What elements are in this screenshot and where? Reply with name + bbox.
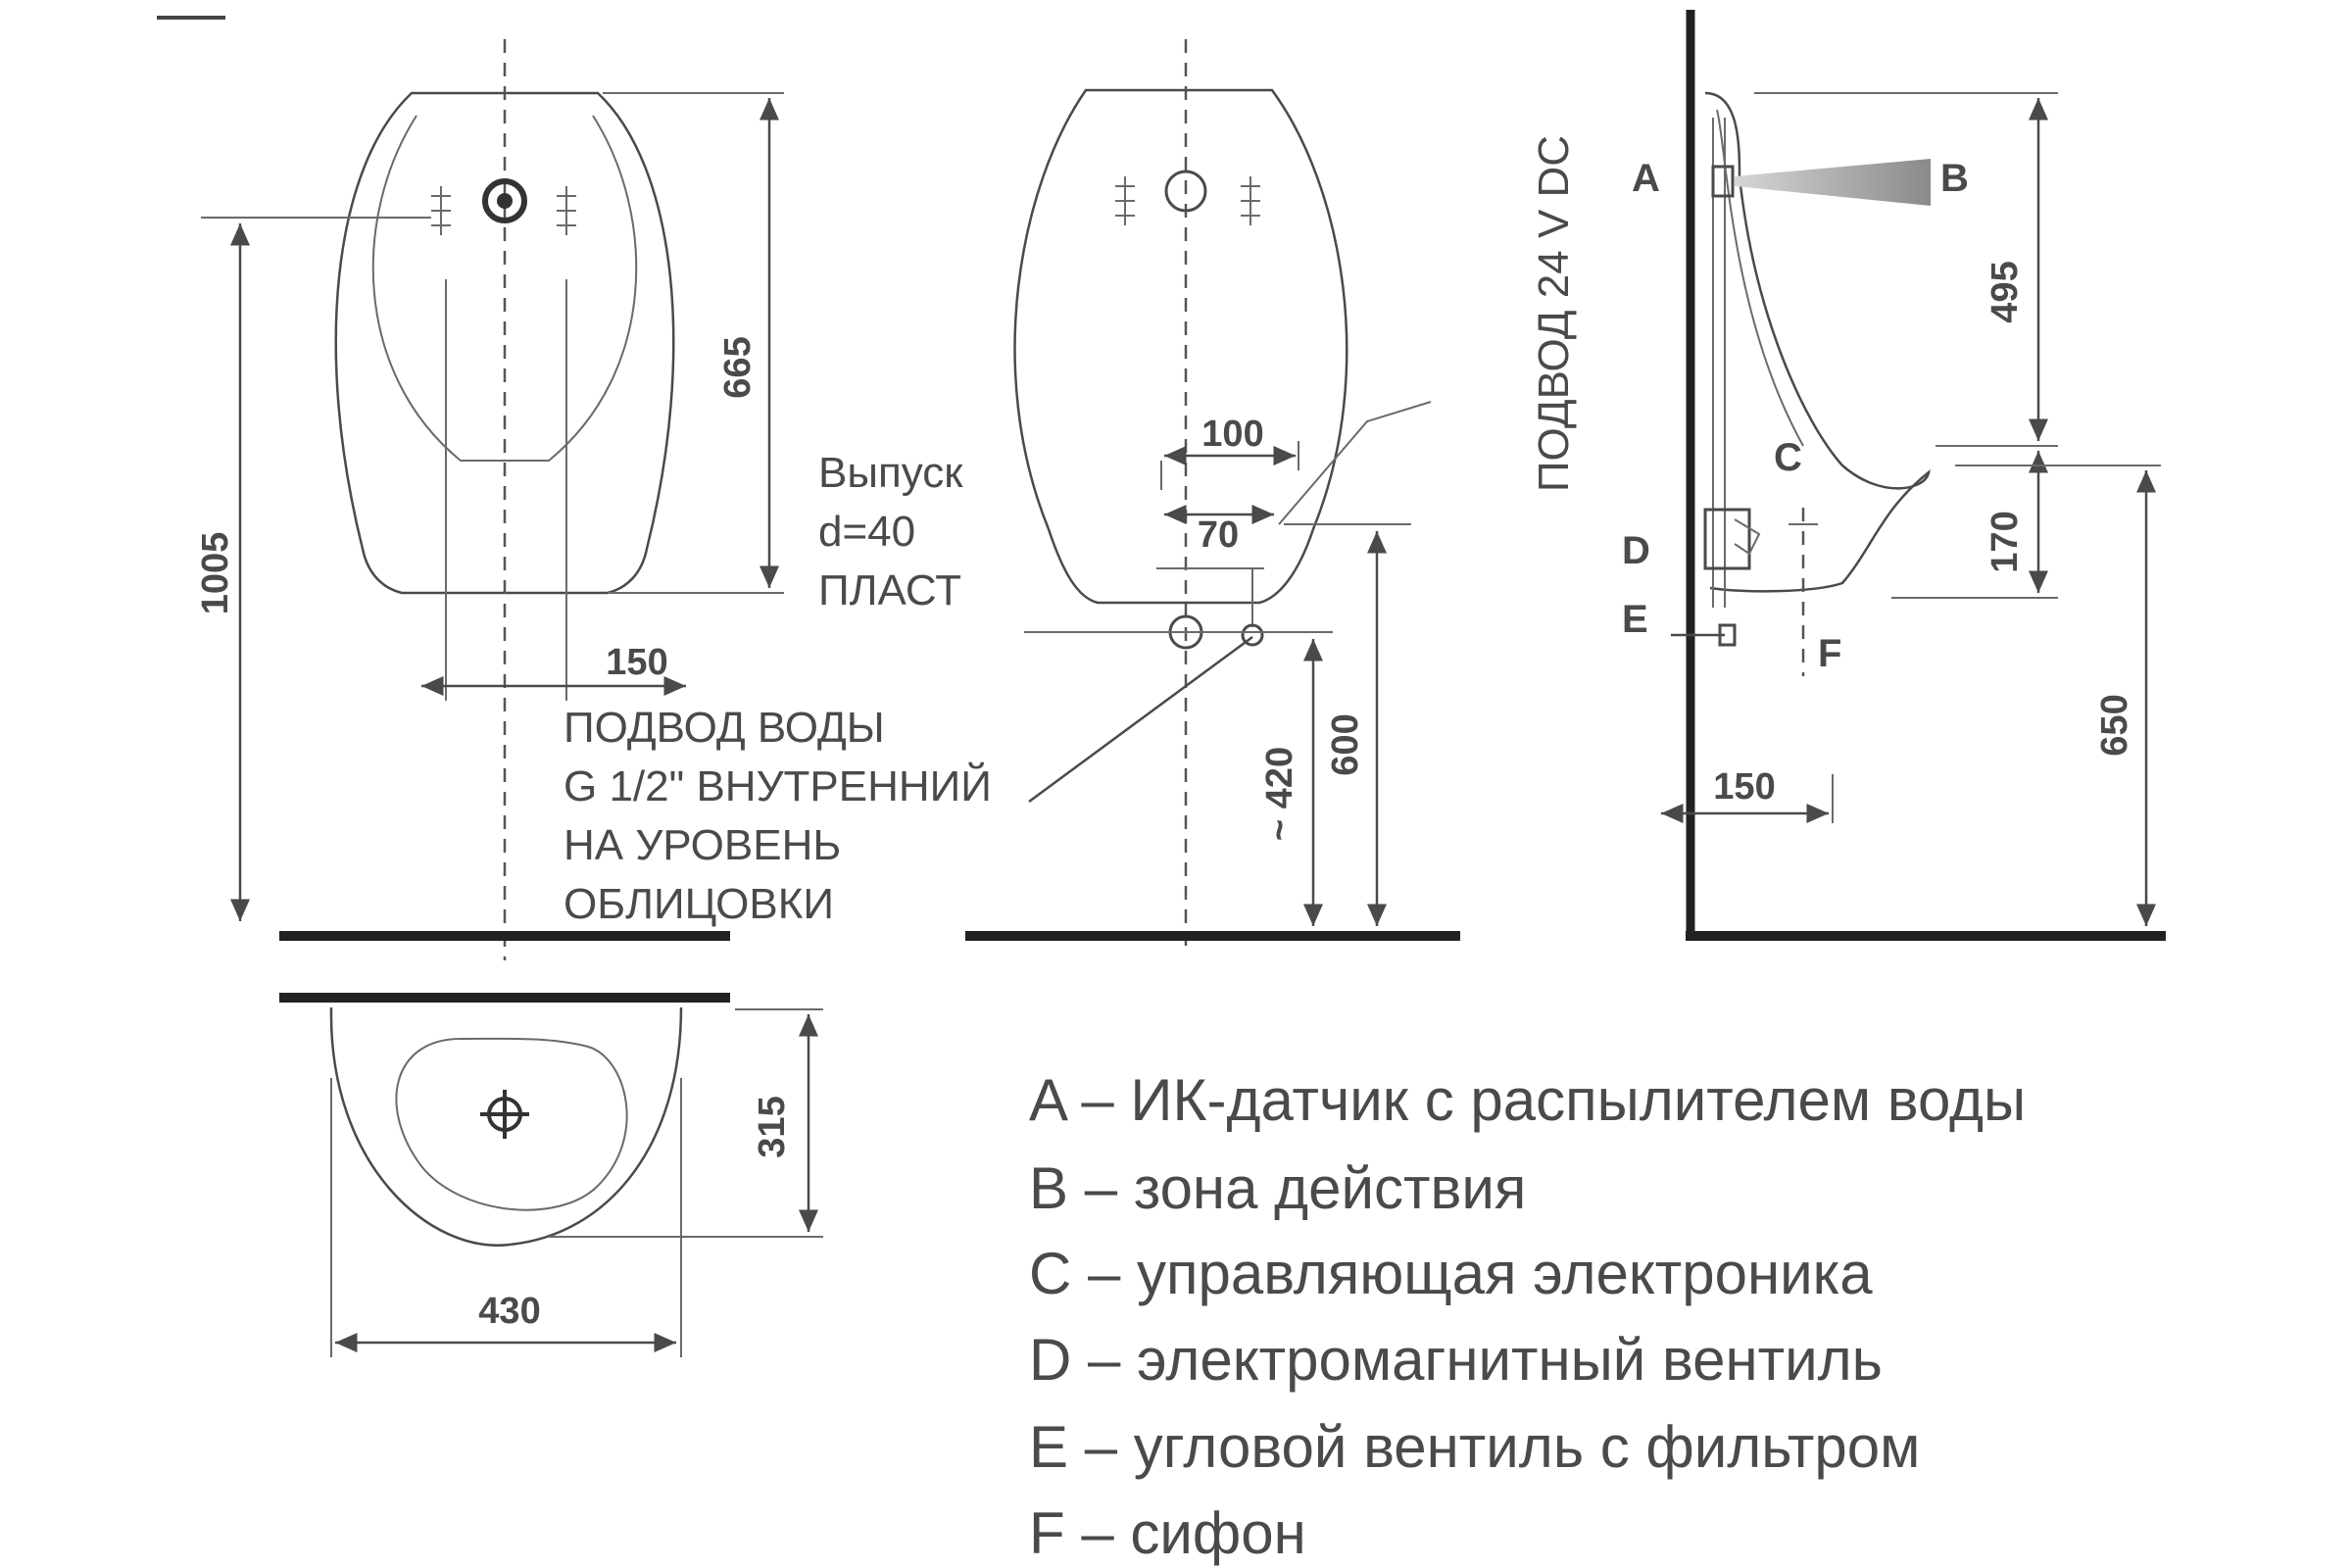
svg-text:Выпуск: Выпуск [818,449,963,497]
dim-170: 170 [1984,511,2026,572]
top-view: 315 430 [279,993,823,1357]
dim-650: 650 [2094,694,2135,756]
side-view-fixing-icon-right [1241,176,1260,225]
legend-item-d: D – электромагнитный вентиль [1029,1327,1883,1393]
marker-b: B [1940,157,1969,200]
side-view-outline [1013,88,1348,605]
solenoid-valve-icon [1703,508,1751,570]
dim-150-front: 150 [606,642,667,683]
dim-70: 70 [1198,514,1239,556]
angle-valve-icon [1671,623,1737,647]
dim-420: ~ 420 [1259,747,1300,841]
front-view: 665 1005 150 [195,39,784,960]
dim-430: 430 [478,1291,540,1332]
dim-315: 315 [752,1096,793,1157]
outlet-note: Выпуск d=40 ПЛАСТ [818,449,963,614]
legend: A – ИК-датчик с распылителем воды B – зо… [1029,1067,2026,1566]
legend-item-e: E – угловой вентиль с фильтром [1029,1414,1920,1480]
top-view-outline [329,1006,683,1248]
dim-150-profile: 150 [1713,766,1775,808]
marker-a: A [1632,157,1660,200]
svg-text:d=40: d=40 [818,508,915,556]
side-view: 100 70 ~ 420 600 [965,39,1460,946]
profile-view: ПОДВОД 24 V DC A B C D E F 495 170 [1530,10,2166,941]
svg-text:НА УРОВЕНЬ: НА УРОВЕНЬ [564,821,841,869]
dim-100: 100 [1201,414,1263,455]
legend-item-b: B – зона действия [1029,1155,1526,1221]
front-view-spud-icon [482,178,527,223]
dim-600: 600 [1325,713,1366,775]
legend-item-a: A – ИК-датчик с распылителем воды [1029,1067,2026,1133]
marker-f: F [1818,632,1841,675]
dim-665: 665 [717,336,759,398]
sensor-zone-beam [1735,159,1931,206]
svg-text:G 1/2" ВНУТРЕННИЙ: G 1/2" ВНУТРЕННИЙ [564,760,992,810]
legend-item-f: F – сифон [1029,1500,1306,1566]
water-supply-note: ПОДВОД ВОДЫ G 1/2" ВНУТРЕННИЙ НА УРОВЕНЬ… [564,704,992,928]
front-view-fixing-icon-right [557,186,576,235]
svg-text:ПОДВОД ВОДЫ: ПОДВОД ВОДЫ [564,704,885,752]
ir-sensor-icon [1711,165,1735,198]
water-inlet-icon [1241,623,1264,647]
marker-c: C [1774,436,1802,479]
marker-e: E [1622,598,1648,641]
front-view-inner-rim [371,115,638,462]
svg-text:ОБЛИЦОВКИ: ОБЛИЦОВКИ [564,880,834,928]
power-supply-note: ПОДВОД 24 V DC [1530,135,1578,492]
marker-d: D [1622,529,1650,572]
dim-1005: 1005 [195,532,236,615]
side-view-spud-icon [1164,170,1207,213]
front-view-fixing-icon-left [431,186,451,235]
legend-item-c: C – управляющая электроника [1029,1241,1873,1306]
side-view-fixing-icon-left [1115,176,1135,225]
top-view-bowl [395,1037,628,1211]
top-view-drain-icon [480,1090,529,1139]
svg-text:ПЛАСТ: ПЛАСТ [818,566,961,614]
dim-495: 495 [1984,261,2026,322]
